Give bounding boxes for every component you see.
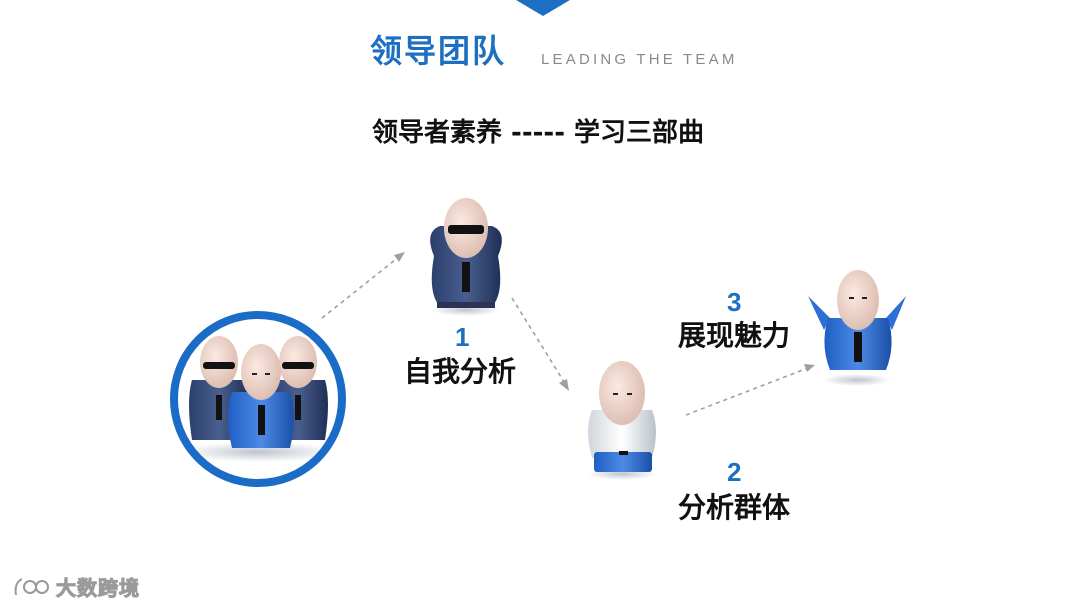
step-3-number: 3 [727,287,742,317]
logo-icon [14,577,49,595]
team-group-icon [170,311,346,487]
arrow-2 [511,297,567,386]
step-2-label: 分析群体 [678,491,791,524]
group-analysis-figure-icon [588,361,656,480]
watermark: 大数跨境 [12,572,140,601]
step-1-label: 自我分析 [404,355,517,388]
top-tab-marker [516,0,570,16]
page-title-english: LEADING THE TEAM [541,51,738,68]
arrow-1 [321,255,401,319]
page-title: 领导团队 [370,32,507,70]
step-3-label: 展现魅力 [678,319,791,352]
step-1-number: 1 [455,322,470,352]
watermark-text: 大数跨境 [56,576,140,601]
step-2-number: 2 [727,457,742,487]
subtitle: 领导者素养 ----- 学习三部曲 [372,118,705,148]
charisma-figure-icon [808,270,906,386]
arrow-3 [685,367,809,416]
self-analysis-figure-icon [430,198,502,316]
